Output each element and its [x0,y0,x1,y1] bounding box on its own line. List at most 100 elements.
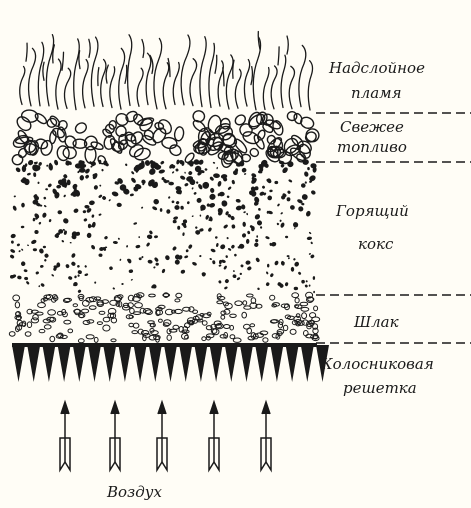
coke-speck [61,240,64,243]
slag-grain [149,294,156,297]
coke-speck [91,214,94,218]
coke-speck [15,167,22,173]
flame-tongue [146,53,151,104]
coke-speck [298,271,302,275]
fuel-pebble [133,147,152,162]
flame-tongue [91,37,98,106]
coke-speck [231,180,235,185]
coke-speck [245,260,251,265]
fuel-pebble [49,115,62,128]
coke-speck [184,255,189,259]
coke-speck [86,233,91,239]
coke-speck [241,204,246,210]
slag-grain [301,307,309,311]
fuel-pebble [74,121,89,135]
flame-tongue [83,60,89,108]
slag-grain [143,335,147,340]
coke-speck [256,235,258,238]
slag-grain [230,314,237,317]
coke-speck [152,206,158,211]
coke-speck [128,269,133,273]
coke-speck [192,261,198,266]
coke-speck [173,220,177,223]
coke-speck [161,268,165,273]
coke-speck [209,258,212,261]
coke-speck [259,191,265,197]
coke-speck [112,287,115,290]
coke-speck [101,195,106,200]
coke-speck [280,222,285,228]
fuel-pebble [34,112,48,126]
fuel-pebble [174,126,185,141]
coke-speck [274,181,278,184]
slag-grain [39,329,45,332]
coke-speck [209,202,216,208]
label-slag: Шлак [354,314,399,331]
label-flame-line2: пламя [351,85,402,102]
fuel-pebble [168,143,183,158]
grate-bar [58,345,71,382]
coke-speck [14,195,16,197]
coke-speck [280,212,283,215]
grate-bar [134,345,147,382]
coke-speck [313,291,315,294]
slag-grain [242,312,247,318]
flame-tongue [278,47,279,65]
grate-bar [73,345,86,382]
coke-speck [188,244,193,250]
coke-speck [279,219,282,222]
coke-speck [301,193,309,201]
coke-speck [44,253,50,259]
coke-speck [46,164,48,167]
coke-speck [118,237,121,240]
coke-speck [219,243,226,250]
slag-grain [27,322,31,328]
grate-bar [12,345,25,382]
coke-speck [191,187,194,190]
slag-grain [94,337,98,342]
coke-speck [301,183,306,188]
coke-speck [34,230,38,234]
slag-grain [149,335,156,340]
coke-speck [243,211,246,214]
fuel-pebble [246,110,264,130]
coke-speck [89,200,96,206]
flame-tongue [235,69,241,108]
flame-tongue [89,39,90,57]
coke-speck [171,200,174,203]
slag-grain [247,294,254,297]
slag-grain [31,318,38,323]
coke-speck [291,267,294,272]
slag-grain [233,338,241,342]
coke-speck [164,255,170,261]
coke-speck [224,286,228,290]
coke-speck [310,254,315,259]
slag-grain [103,317,110,322]
flame-tongue [125,65,127,83]
slag-grain [143,309,151,314]
coke-speck [26,281,30,285]
flame-tongue [74,39,80,110]
flame-tongue [106,65,108,83]
coke-speck [258,208,261,211]
air-arrow [157,402,167,470]
coke-speck [301,280,305,284]
coke-speck [267,264,269,268]
slag-grain [224,309,230,314]
flame-tongue [287,36,288,54]
coke-speck [226,237,229,240]
coke-speck [255,239,259,243]
coke-speck [140,179,146,185]
label-grate-line2: решетка [343,380,417,397]
coke-speck [230,244,235,249]
slag-grain [13,295,20,301]
flame-tongue [62,52,64,70]
coke-speck [265,236,270,240]
label-air: Воздух [107,484,162,501]
coke-speck [287,190,291,195]
coke-speck [174,205,180,211]
coke-speck [213,162,216,164]
coke-speck [109,266,114,271]
coke-speck [174,259,181,266]
coke-speck [240,264,244,268]
